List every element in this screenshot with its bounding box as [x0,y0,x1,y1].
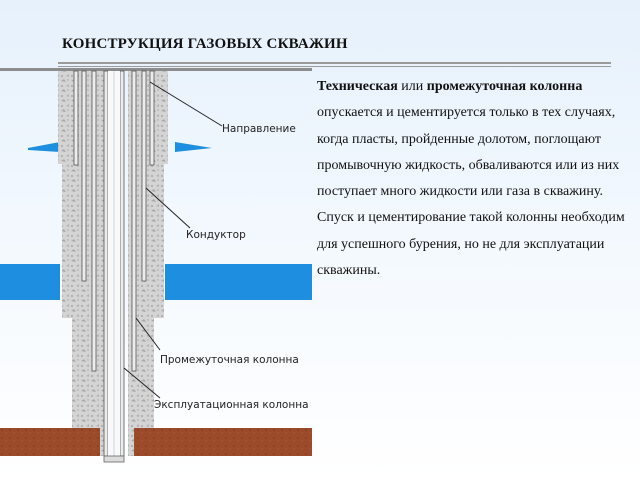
upper-water-layer-right [175,142,212,152]
direction-casing-right [149,70,155,166]
water-layer-right [165,264,312,300]
conductor-casing-right [141,70,147,282]
leader-intermediate [135,317,161,351]
direction-casing-left [73,70,79,166]
term-intermediate: промежуточная колонна [426,79,583,94]
intermediate-casing-right [131,70,137,372]
term-technical: Техническая [317,79,398,94]
label-conductor: Кондуктор [186,229,246,241]
or-word: или [401,79,424,94]
paragraph-1: Техническая или промежуточная колонна оп… [317,74,635,205]
leader-conductor [145,187,191,229]
well-diagram: Направление Кондуктор Промежуточная коло… [0,68,312,480]
cement-left [46,71,106,456]
label-direction: Направление [222,123,296,135]
production-casing-right [119,70,125,457]
conductor-casing-left [81,70,87,282]
body-text: Техническая или промежуточная колонна оп… [317,74,635,284]
leader-direction [149,81,223,127]
rock-layer-left [0,428,100,456]
title-rule [58,62,611,64]
rock-layer-right [134,428,312,456]
ground-surface [0,68,312,71]
leader-production [123,367,161,399]
intermediate-casing-left [91,70,97,372]
label-intermediate: Промежуточная колонна [160,354,299,366]
cement-right [128,71,180,456]
paragraph-2: Спуск и цементирование такой колонны нео… [317,210,625,279]
label-production: Эксплуатационная колонна [154,399,309,411]
title-rule-thin [58,66,611,67]
paragraph-1-rest: опускается и цементируется только в тех … [317,105,620,200]
slide-title: КОНСТРУКЦИЯ ГАЗОВЫХ СКВАЖИН [62,36,348,52]
casing-shoe [103,455,125,463]
water-layer-left [0,264,60,300]
upper-water-layer-left [28,142,60,152]
production-casing-left [103,70,109,457]
